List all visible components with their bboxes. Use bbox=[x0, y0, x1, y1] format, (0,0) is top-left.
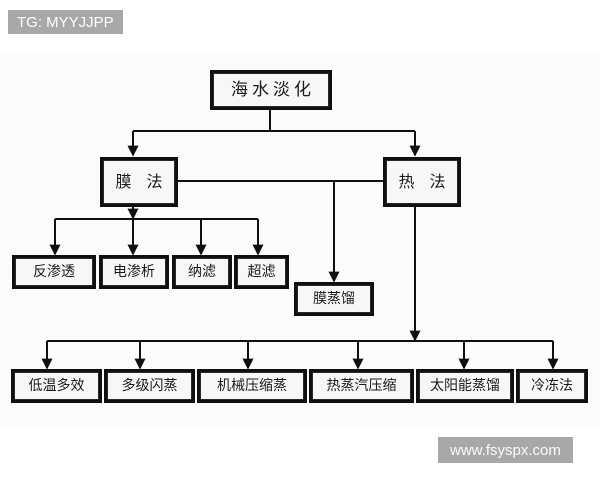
node-freezing-method-label: 冷冻法 bbox=[519, 372, 585, 400]
node-thermal-vapor-compression[interactable]: 热蒸汽压缩 bbox=[309, 369, 414, 403]
node-ultrafiltration-label: 超滤 bbox=[237, 258, 286, 286]
node-mechanical-vapor-compression-label: 机械压缩蒸 bbox=[200, 372, 304, 400]
node-membrane-distillation-label: 膜蒸馏 bbox=[297, 285, 371, 313]
node-membrane-method[interactable]: 膜 法 bbox=[100, 157, 178, 207]
watermark-bottom-right: www.fsyspx.com bbox=[438, 437, 573, 463]
node-solar-distillation-label: 太阳能蒸馏 bbox=[419, 372, 511, 400]
node-membrane-distillation[interactable]: 膜蒸馏 bbox=[294, 282, 374, 316]
node-low-temperature-multi-effect[interactable]: 低温多效 bbox=[11, 369, 102, 403]
node-root-desalination[interactable]: 海水淡化 bbox=[210, 70, 332, 110]
watermark-top-left: TG: MYYJJPP bbox=[8, 10, 123, 34]
node-nanofiltration[interactable]: 纳滤 bbox=[172, 255, 232, 289]
node-solar-distillation[interactable]: 太阳能蒸馏 bbox=[416, 369, 514, 403]
node-electrodialysis-label: 电渗析 bbox=[102, 258, 166, 286]
node-reverse-osmosis[interactable]: 反渗透 bbox=[12, 255, 96, 289]
diagram-background-panel bbox=[0, 52, 600, 427]
node-thermal-method-label: 热 法 bbox=[386, 160, 458, 204]
node-multi-stage-flash[interactable]: 多级闪蒸 bbox=[104, 369, 195, 403]
node-thermal-method[interactable]: 热 法 bbox=[383, 157, 461, 207]
node-membrane-method-label: 膜 法 bbox=[103, 160, 175, 204]
node-ultrafiltration[interactable]: 超滤 bbox=[234, 255, 289, 289]
node-nanofiltration-label: 纳滤 bbox=[175, 258, 229, 286]
node-root-label: 海水淡化 bbox=[213, 73, 329, 107]
node-electrodialysis[interactable]: 电渗析 bbox=[99, 255, 169, 289]
node-freezing-method[interactable]: 冷冻法 bbox=[516, 369, 588, 403]
node-reverse-osmosis-label: 反渗透 bbox=[15, 258, 93, 286]
node-multi-stage-flash-label: 多级闪蒸 bbox=[107, 372, 192, 400]
node-thermal-vapor-compression-label: 热蒸汽压缩 bbox=[312, 372, 411, 400]
node-low-temperature-multi-effect-label: 低温多效 bbox=[14, 372, 99, 400]
node-mechanical-vapor-compression[interactable]: 机械压缩蒸 bbox=[197, 369, 307, 403]
